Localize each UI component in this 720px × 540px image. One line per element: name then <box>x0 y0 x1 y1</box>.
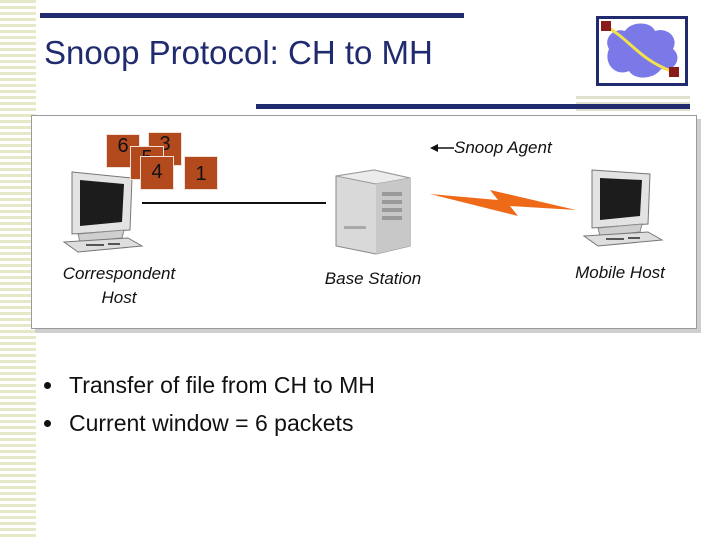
snoop-diagram: 6 3 5 4 1 Snoop Agent Correspondent Host <box>31 115 697 329</box>
bullet-text: Transfer of file from CH to MH <box>69 371 375 398</box>
base-station-server-icon <box>335 169 411 255</box>
packet-4: 4 <box>140 156 174 190</box>
list-item: Transfer of file from CH to MH <box>44 366 375 404</box>
left-stripe-decoration <box>0 0 36 540</box>
wireless-link-icon <box>430 190 576 216</box>
slide-title: Snoop Protocol: CH to MH <box>44 34 433 71</box>
packet-6: 6 <box>106 134 140 168</box>
title-bottom-rule <box>256 104 690 109</box>
correspondent-host-label: Correspondent Host <box>46 262 192 310</box>
mobile-host-computer-icon <box>582 169 664 247</box>
bullet-dot-icon <box>44 419 51 427</box>
bullet-dot-icon <box>44 381 51 389</box>
list-item: Current window = 6 packets <box>44 404 375 442</box>
base-station-label: Base Station <box>324 269 422 288</box>
snoop-agent-label: Snoop Agent <box>454 138 552 157</box>
network-logo-icon <box>596 16 688 86</box>
wired-link <box>142 202 326 204</box>
correspondent-host-label-line1: Correspondent <box>62 264 176 283</box>
packet-1: 1 <box>184 156 218 190</box>
mobile-host-label: Mobile Host <box>575 263 665 282</box>
bullet-text: Current window = 6 packets <box>69 409 354 436</box>
correspondent-host-label-line2: Host <box>101 288 137 307</box>
bullet-list: Transfer of file from CH to MH Current w… <box>44 366 375 442</box>
title-top-rule <box>40 13 464 18</box>
snoop-agent-arrow-icon <box>430 144 454 152</box>
network-cloud-icon <box>601 21 679 78</box>
correspondent-host-computer-icon <box>62 171 144 253</box>
